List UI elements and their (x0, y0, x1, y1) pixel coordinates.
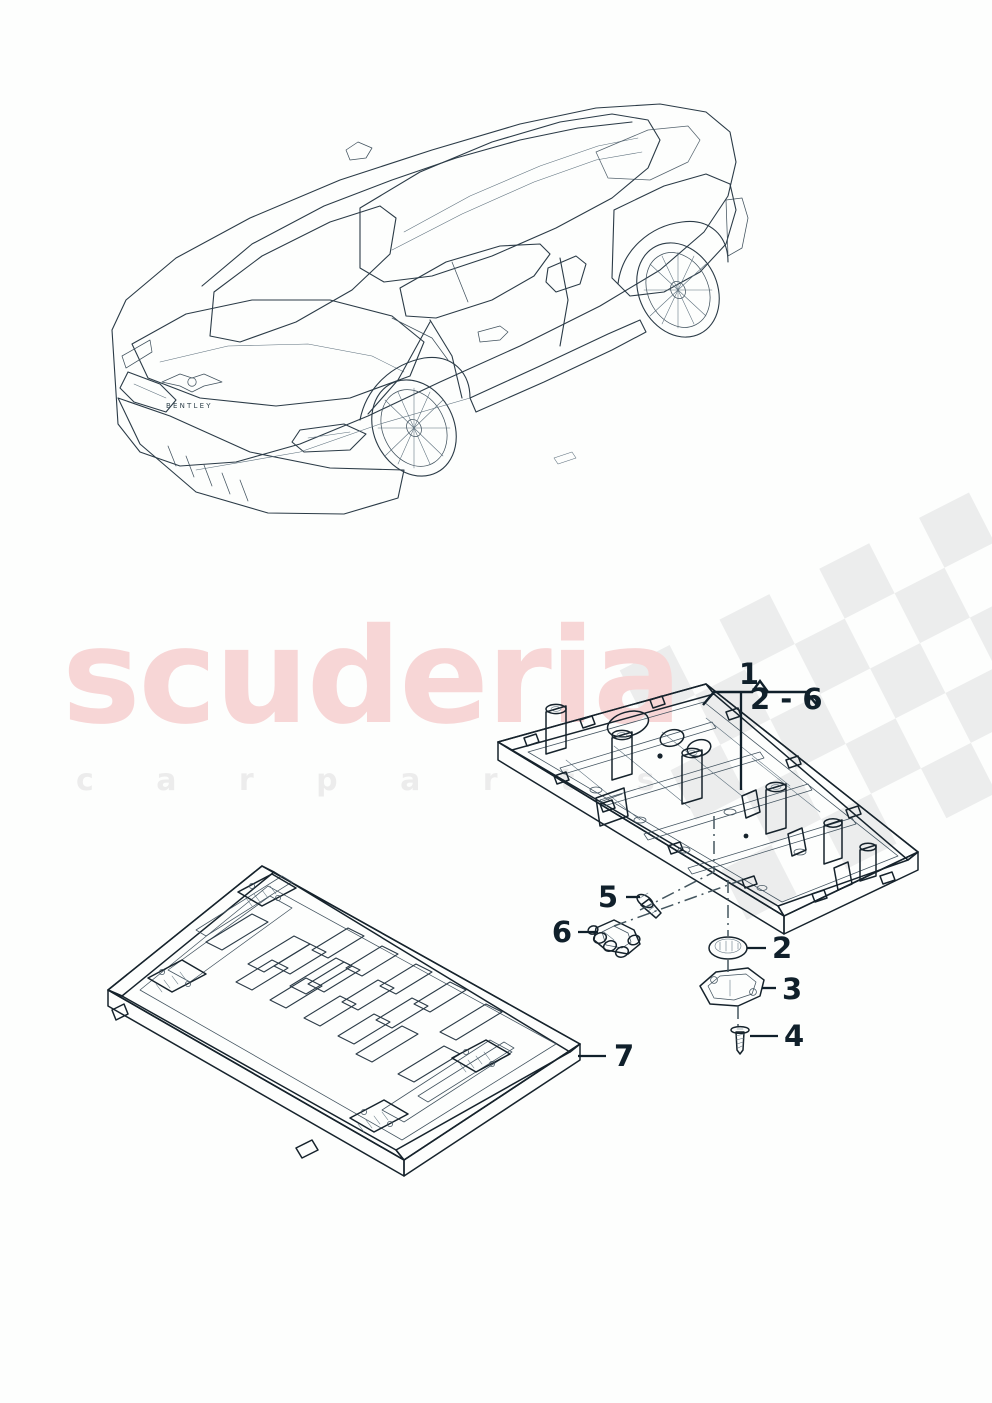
lower-body-shadow (195, 397, 471, 471)
front-wing (611, 173, 737, 297)
part-7-wall-front (403, 1043, 581, 1177)
part-7-underbody-panel (107, 865, 581, 1177)
part-1-wall-front (783, 851, 919, 935)
callout-7-label: 7 (614, 1039, 634, 1073)
part-1-centre-web (595, 787, 629, 827)
callout-1-label: 1 (739, 657, 759, 691)
boot-lid-crease (159, 343, 405, 373)
tail-light-left (119, 371, 177, 413)
part-7-mount-pads (147, 873, 511, 1133)
bentley-badge-icon (161, 373, 223, 393)
bentley-wordmark: BENTLEY (166, 402, 213, 410)
roof-seams (391, 137, 643, 251)
part-7-channels (167, 895, 513, 1123)
rear-windscreen-glass (209, 205, 397, 343)
watermark-brand: scuderia (62, 600, 680, 754)
part-7-rib-strips (195, 875, 515, 1103)
car-body-upper-shell (111, 103, 737, 467)
rear-bumper-lower (117, 397, 405, 515)
part-1-recess-floor (527, 701, 899, 903)
tail-light-left-detail (133, 383, 167, 399)
wing-mirror (545, 255, 587, 293)
part-4-screw (730, 1025, 750, 1055)
callout-5-label: 5 (598, 880, 618, 914)
door-shut-lines (367, 257, 569, 415)
side-sill (469, 319, 647, 413)
rear-wing-edge (391, 317, 449, 361)
callout-1-range-label: 2 - 6 (750, 682, 823, 716)
watermark-subtitle: c a r p a r t s (76, 763, 681, 798)
part-1-web-line (599, 793, 623, 803)
roof-panel (359, 113, 661, 283)
side-marker (553, 451, 577, 465)
front-wheel (636, 242, 720, 338)
part-7-recess-field (139, 885, 557, 1141)
tail-light-right-detail (307, 431, 351, 439)
checkered-flag-icon (619, 492, 992, 920)
windscreen (595, 125, 701, 181)
rear-wheel-arch (359, 356, 471, 421)
rear-diffuser-fins (167, 445, 249, 502)
part-7-side-lug (111, 1003, 129, 1021)
side-window-rear (399, 243, 551, 319)
boot-lid (131, 299, 425, 407)
door-handle (477, 325, 509, 343)
part-1-upper-carrier-panel (497, 683, 919, 935)
roof-aerial (345, 141, 373, 161)
axis-line-bolt (639, 871, 715, 911)
boot-spoiler-lip (121, 339, 153, 369)
part-1-hook-brackets (741, 789, 853, 891)
callout-1-bracket (702, 678, 818, 790)
part-1-mounting-bosses (545, 703, 877, 882)
callout-4-label: 4 (784, 1019, 804, 1053)
front-wheel-arch (617, 220, 729, 285)
roofline-rail (201, 121, 633, 287)
callout-6-label: 6 (552, 915, 572, 949)
front-bumper-edge (725, 197, 749, 257)
tail-light-right (291, 423, 367, 453)
part-5-bolt (636, 892, 662, 919)
part-1-fixing-holes (589, 753, 807, 891)
callout-2-label: 2 (772, 931, 792, 965)
b-pillar (451, 261, 469, 303)
axis-line-clip (613, 879, 743, 927)
car-body: BENTLEY (111, 103, 749, 515)
part-7-edge-tab (295, 1139, 319, 1159)
callout-3-label: 3 (782, 972, 802, 1006)
rear-wheel (371, 379, 457, 477)
part-1-clip-lugs (523, 695, 896, 903)
